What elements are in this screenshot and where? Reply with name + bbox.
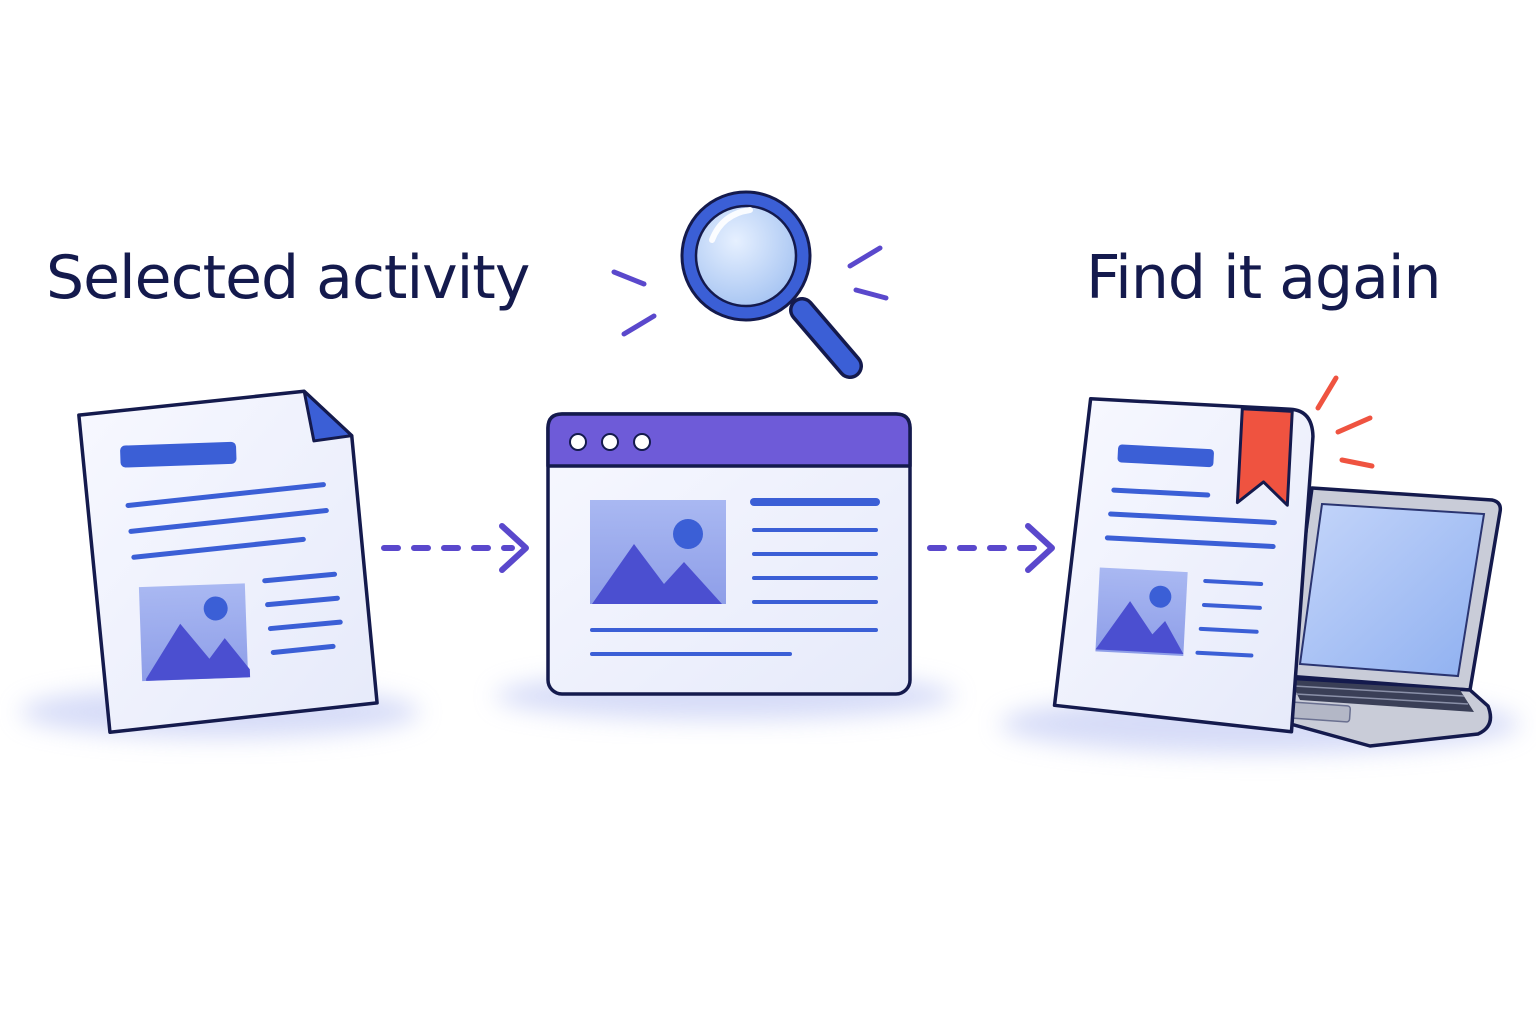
bookmark-sparkle-lines	[1315, 375, 1375, 469]
search-sparkle-lines	[611, 245, 889, 337]
bookmark-icon	[1235, 407, 1294, 507]
browser-window-icon	[546, 412, 912, 696]
arrow-middle-to-right	[927, 523, 1055, 573]
window-dot-icon	[633, 433, 651, 451]
bookmarked-document-icon	[1052, 397, 1315, 734]
document-icon	[77, 389, 379, 734]
magnifying-glass-icon	[680, 190, 863, 379]
window-dot-icon	[601, 433, 619, 451]
window-dot-icon	[569, 433, 587, 451]
label-find-it-again: Find it again	[1086, 243, 1442, 313]
arrow-left-to-middle	[381, 523, 529, 573]
laptop-icon	[1234, 486, 1503, 748]
label-selected-activity: Selected activity	[46, 243, 530, 313]
